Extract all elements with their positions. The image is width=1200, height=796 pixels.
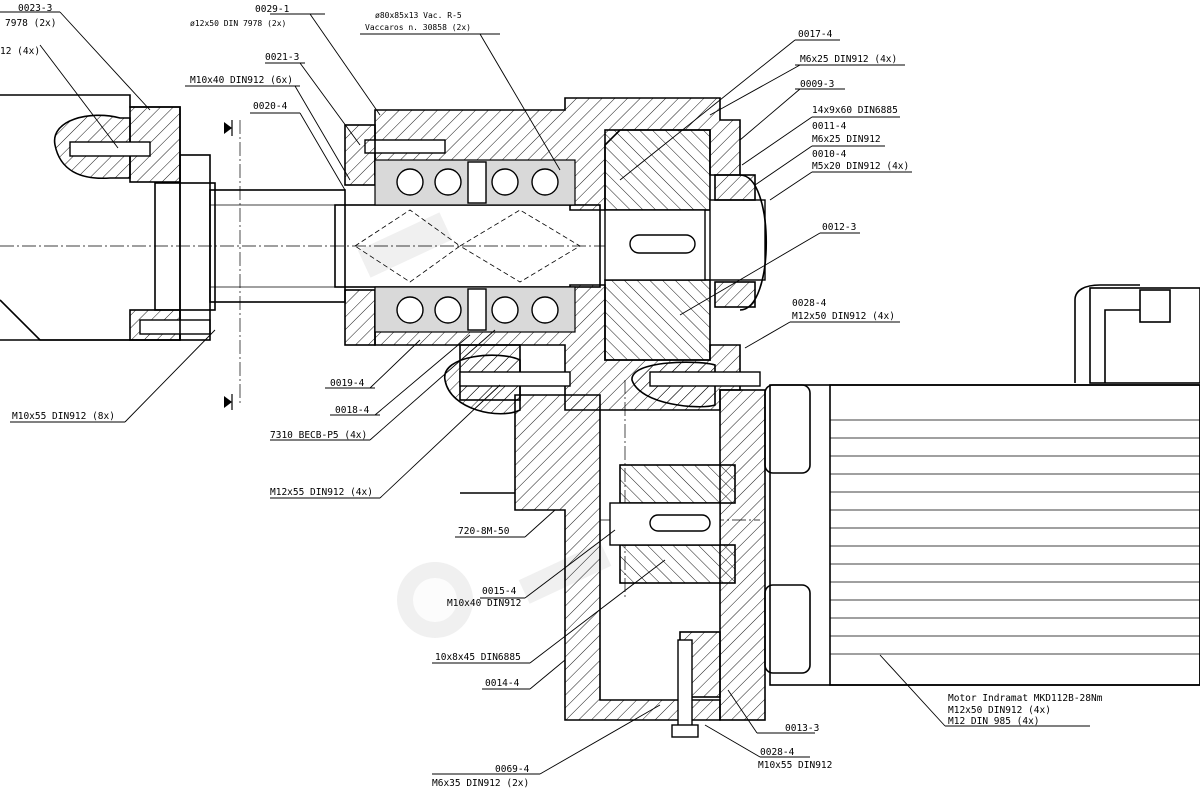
label-m10x55-din912: M10x55 DIN912 bbox=[758, 760, 832, 771]
label-0014-4: 0014-4 bbox=[485, 678, 520, 689]
gear-housing bbox=[444, 344, 766, 721]
label-0023-3: 0023-3 bbox=[18, 3, 52, 14]
label-m5x20-4x: M5x20 DIN912 (4x) bbox=[812, 161, 909, 172]
bearings-top bbox=[374, 159, 576, 206]
label-motor: Motor Indramat MKD112B-28Nm bbox=[948, 693, 1103, 704]
label-m10x55-8x: M10x55 DIN912 (8x) bbox=[12, 411, 115, 422]
section-marker-bottom bbox=[224, 394, 233, 410]
lower-pulley bbox=[609, 464, 736, 738]
label-12-4x: 12 (4x) bbox=[0, 46, 40, 57]
label-0017-4: 0017-4 bbox=[798, 29, 833, 40]
label-m12x55-4x: M12x55 DIN912 (4x) bbox=[270, 487, 373, 498]
label-d12x50-din7978: ø12x50 DIN 7978 (2x) bbox=[190, 19, 286, 28]
label-720: 720-8M-50 bbox=[458, 526, 510, 537]
label-7310: 7310 BECB-P5 (4x) bbox=[270, 430, 367, 441]
label-d80x85-vac: ø80x85x13 Vac. R-5 bbox=[375, 11, 462, 20]
label-0019-4: 0019-4 bbox=[330, 378, 365, 389]
label-0021-3: 0021-3 bbox=[265, 52, 299, 63]
label-m10x40-6x: M10x40 DIN912 (6x) bbox=[190, 75, 293, 86]
left-frame bbox=[0, 94, 211, 341]
label-0020-4: 0020-4 bbox=[253, 101, 288, 112]
section-marker-top bbox=[224, 120, 233, 136]
part-labels: 0023-3 7978 (2x) 12 (4x) 0029-1 ø12x50 D… bbox=[0, 3, 1103, 789]
label-0012-3: 0012-3 bbox=[822, 222, 856, 233]
label-10x8x45: 10x8x45 DIN6885 bbox=[435, 652, 521, 663]
leader-lines bbox=[0, 11, 1090, 775]
label-7978-2x: 7978 (2x) bbox=[5, 18, 56, 29]
label-0028-4-top: 0028-4 bbox=[792, 298, 827, 309]
label-0013-3: 0013-3 bbox=[785, 723, 819, 734]
label-vaccaros: Vaccaros n. 30858 (2x) bbox=[365, 23, 471, 32]
label-m12x50-motor: M12x50 DIN912 (4x) bbox=[948, 705, 1051, 716]
label-0010-4: 0010-4 bbox=[812, 149, 847, 160]
bearings-bottom bbox=[374, 286, 576, 333]
label-m6x35-2x: M6x35 DIN912 (2x) bbox=[432, 778, 529, 789]
label-m10x40-din912: M10x40 DIN912 bbox=[447, 598, 521, 609]
label-m6x25-din912: M6x25 DIN912 bbox=[812, 134, 881, 145]
label-0015-4: 0015-4 bbox=[482, 586, 517, 597]
label-0011-4: 0011-4 bbox=[812, 121, 847, 132]
upper-pulley bbox=[604, 129, 767, 361]
label-m12-din985: M12 DIN 985 (4x) bbox=[948, 716, 1040, 727]
label-0018-4: 0018-4 bbox=[335, 405, 370, 416]
label-0029-1: 0029-1 bbox=[255, 4, 290, 15]
label-0028-4-bottom: 0028-4 bbox=[760, 747, 795, 758]
label-m12x50-4x: M12x50 DIN912 (4x) bbox=[792, 311, 895, 322]
label-0069-4: 0069-4 bbox=[495, 764, 530, 775]
motor bbox=[764, 284, 1200, 686]
label-m6x25-4x: M6x25 DIN912 (4x) bbox=[800, 54, 897, 65]
label-0009-3: 0009-3 bbox=[800, 79, 834, 90]
label-14x9x60: 14x9x60 DIN6885 bbox=[812, 105, 898, 116]
